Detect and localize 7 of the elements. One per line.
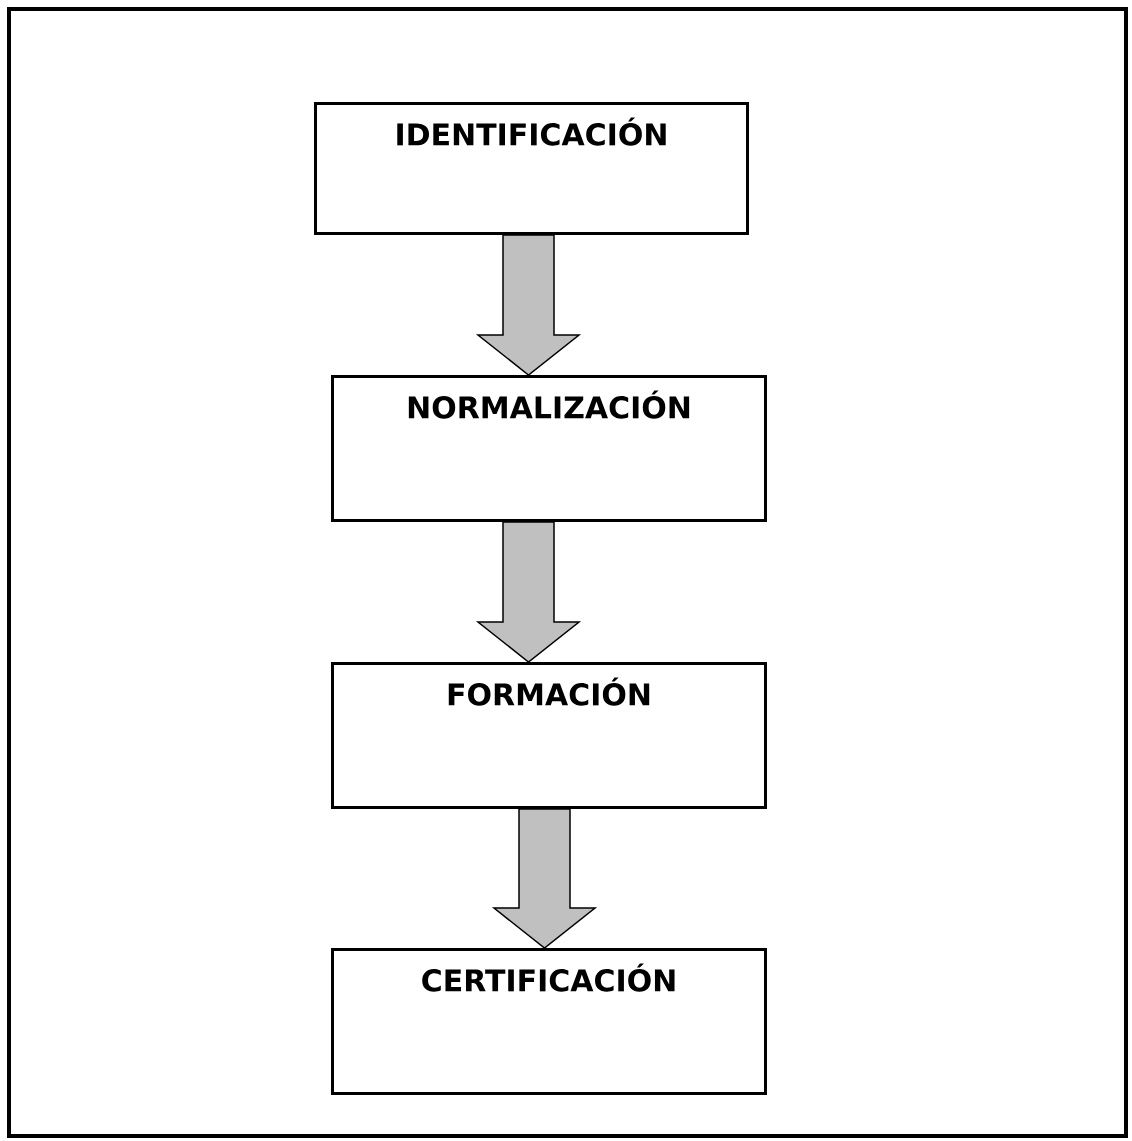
process-box: NORMALIZACIÓN [331, 375, 767, 522]
block-arrow [475, 521, 582, 663]
block-arrow [475, 234, 582, 376]
block-arrow [491, 808, 598, 949]
process-box: IDENTIFICACIÓN [314, 102, 749, 235]
process-box: FORMACIÓN [331, 662, 767, 809]
process-box: CERTIFICACIÓN [331, 948, 767, 1095]
